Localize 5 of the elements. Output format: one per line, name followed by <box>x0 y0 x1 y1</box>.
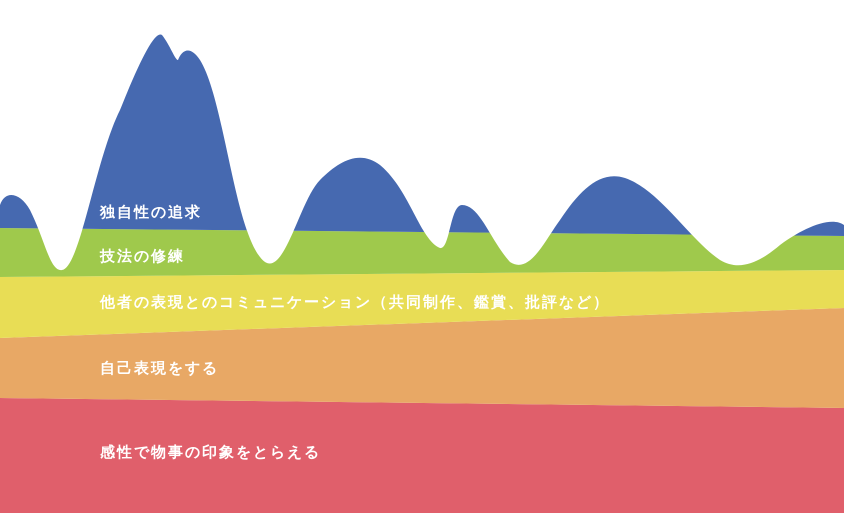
layer-label: 自己表現をする <box>100 359 219 377</box>
layer-label: 他者の表現とのコミュニケーション（共同制作、鑑賞、批評など） <box>100 293 610 311</box>
layer-label: 感性で物事の印象をとらえる <box>100 443 321 461</box>
layer-label: 技法の修練 <box>100 247 185 265</box>
layer-label: 独自性の追求 <box>100 203 202 221</box>
